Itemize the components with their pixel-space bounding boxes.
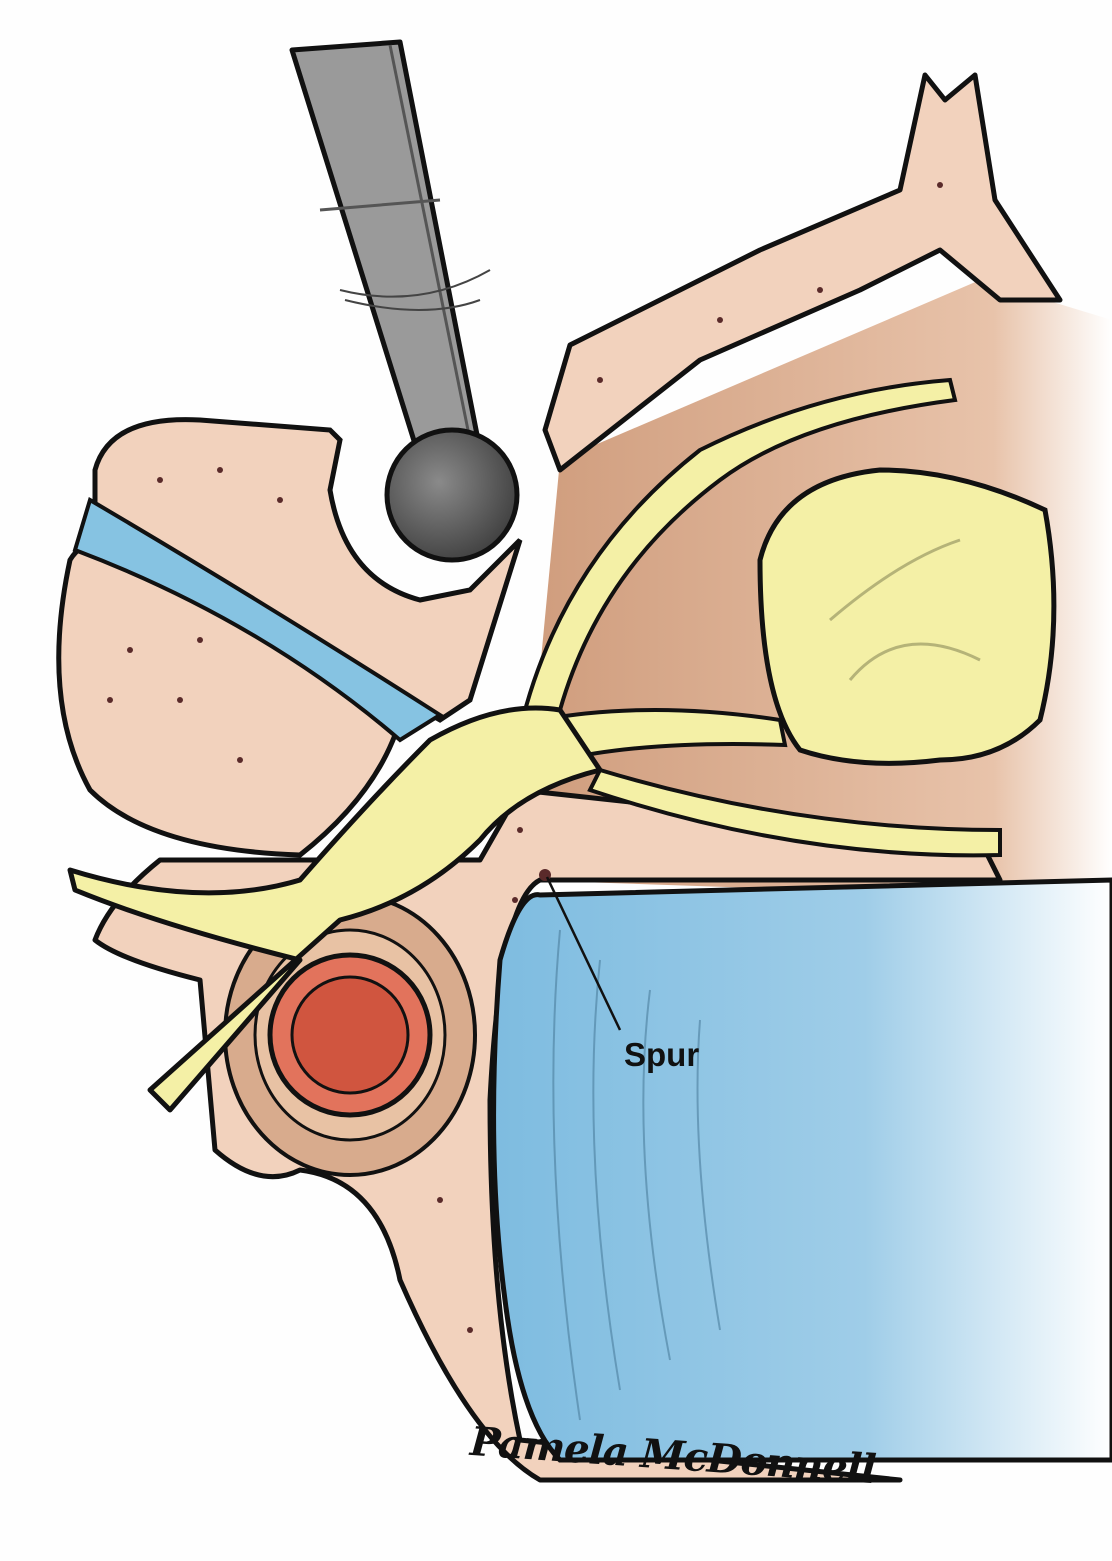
intervertebral-disc xyxy=(72,496,444,743)
nerve-root-ventral xyxy=(537,708,788,763)
nerve-ramus xyxy=(587,767,1002,858)
lamina-bone xyxy=(542,72,1063,473)
spinal-nerve xyxy=(67,705,603,1113)
drill-shaft xyxy=(289,39,483,463)
disc xyxy=(491,877,1112,1463)
disc-rings xyxy=(552,929,721,1421)
drill-spin-marks xyxy=(339,269,491,311)
spur-label: Spur xyxy=(624,1036,700,1073)
drill-burr xyxy=(384,427,520,563)
nerve-root-dorsal xyxy=(517,377,958,734)
spinal-cord xyxy=(757,467,1057,766)
spur-leader-line xyxy=(545,876,622,1031)
